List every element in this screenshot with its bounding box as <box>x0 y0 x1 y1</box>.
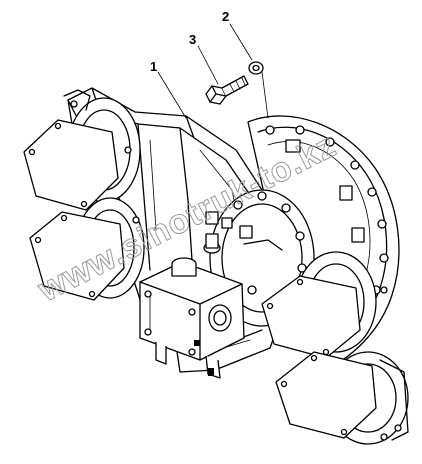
callout-label-1: 1 <box>150 59 157 74</box>
brake-chamber-upper-left <box>23 89 141 211</box>
bolt-part-3 <box>205 75 249 105</box>
leader-lines <box>157 23 269 119</box>
callout-label-3: 3 <box>189 32 196 47</box>
washer-part-2 <box>248 61 264 75</box>
callout-label-2: 2 <box>222 9 229 24</box>
brake-chamber-upper-right <box>261 251 388 359</box>
valve-block <box>139 211 283 379</box>
brake-chamber-lower-left <box>29 197 145 301</box>
brake-chamber-lower-right <box>275 351 409 445</box>
